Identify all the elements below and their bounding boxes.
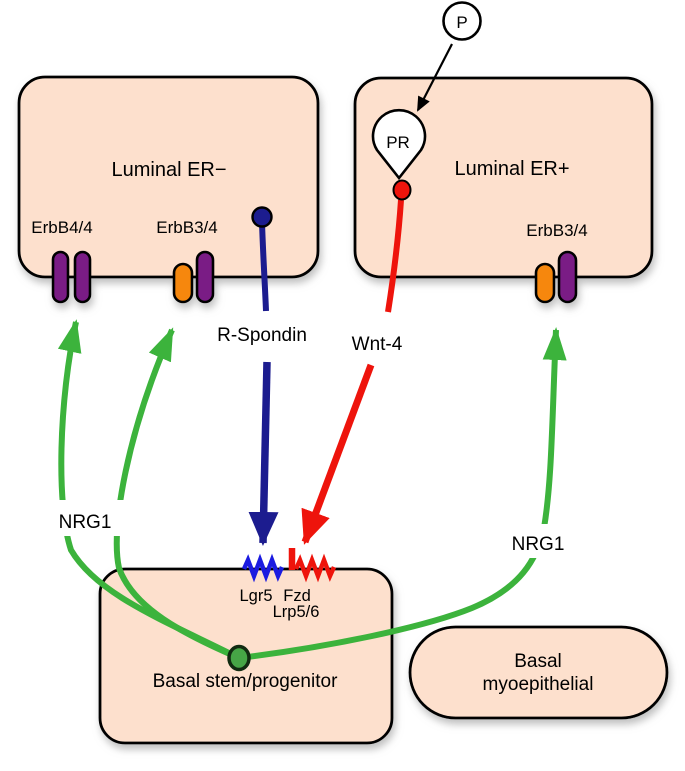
nrg1-node-dot — [227, 644, 251, 672]
lgr5-label: Lgr5 — [239, 587, 272, 605]
r-spondin-label: R-Spondin — [217, 325, 307, 346]
lrp56-label: Lrp5/6 — [273, 603, 320, 621]
cell-luminal-er-pos-body — [353, 76, 654, 279]
erbb34-receptor-left — [172, 250, 215, 304]
fzd-label: Fzd — [283, 587, 311, 605]
erbb4-pill-purple — [195, 250, 215, 304]
r-spondin-arrow — [248, 361, 279, 546]
phospho-arrow — [417, 43, 453, 112]
fzd-receptor-zigzag — [293, 553, 337, 583]
cell-luminal-er-neg — [17, 75, 320, 304]
nrg1-right-label-bg — [500, 524, 578, 558]
erbb3-pill-orange-right — [534, 262, 556, 304]
nrg1-left-label-bg — [46, 500, 124, 536]
cell-basal-myoepithelial — [408, 625, 669, 720]
wnt4-upper-line — [385, 199, 404, 313]
erbb34-left-label: ErbB3/4 — [156, 218, 217, 237]
wnt4-dot — [392, 179, 412, 201]
pr-label: PR — [386, 133, 410, 152]
wnt4-ligand-dot — [385, 179, 412, 313]
pr-receptor — [371, 108, 427, 181]
phospho-label: P — [456, 13, 467, 32]
r-spondin-stick-head — [251, 206, 273, 228]
erbb44-receptor — [51, 250, 92, 304]
r-spondin-stick-line — [259, 221, 269, 312]
basal-stem-label: Basal stem/progenitor — [153, 671, 338, 692]
luminal-er-pos-title: Luminal ER+ — [454, 158, 569, 180]
r-spondin-stick — [251, 206, 273, 312]
lgr5-receptor-zigzag — [241, 553, 285, 583]
basal-myo-label-line2: myoepithelial — [483, 674, 594, 695]
nrg1-left-label: NRG1 — [59, 512, 112, 533]
basal-myo-label-line1: Basal — [514, 651, 562, 672]
nrg1-arrow-to-erbb34-left — [113, 327, 241, 661]
erbb34-right-label: ErbB3/4 — [526, 221, 587, 240]
wnt4-arrow — [301, 363, 375, 545]
nrg1-right-label: NRG1 — [512, 534, 565, 555]
cell-luminal-er-neg-body — [17, 75, 320, 279]
erbb3-pill-orange — [172, 262, 194, 304]
erbb44-pill-2 — [73, 250, 92, 304]
cell-basal-myoepithelial-body — [408, 625, 669, 720]
erbb4-pill-purple-right — [557, 250, 578, 304]
wnt4-label-bg — [341, 328, 414, 357]
erbb44-label: ErbB4/4 — [31, 218, 92, 237]
erbb44-pill-1 — [51, 250, 70, 304]
cell-luminal-er-pos — [353, 76, 654, 304]
nrg1-arrow-to-erbb34-right — [238, 327, 567, 661]
wnt4-label: Wnt-4 — [352, 334, 403, 355]
phospho-circle — [442, 1, 482, 41]
erbb34-receptor-right — [534, 250, 578, 304]
luminal-er-neg-title: Luminal ER− — [111, 159, 226, 181]
r-spondin-label-bg — [206, 318, 318, 348]
